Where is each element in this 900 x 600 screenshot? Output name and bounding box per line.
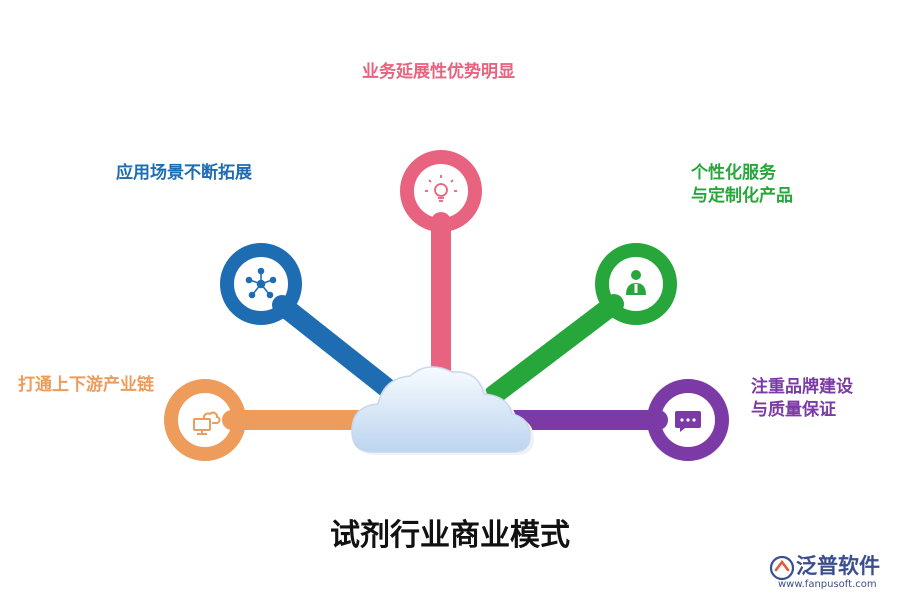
ring-blue: [220, 243, 302, 325]
branch-label-line: 业务延展性优势明显: [362, 62, 515, 82]
label-purple: 注重品牌建设与质量保证: [751, 376, 853, 422]
branch-label-line: 打通上下游产业链: [18, 375, 154, 395]
diagram-title: 试剂行业商业模式: [330, 518, 570, 553]
label-pink: 业务延展性优势明显: [362, 61, 515, 84]
branch-purple: [498, 379, 729, 461]
ring-orange: [164, 379, 246, 461]
connector-blue: [272, 295, 402, 402]
connector-green: [484, 294, 624, 405]
network-icon: [245, 267, 277, 299]
lightbulb-icon: [425, 175, 457, 202]
ring-purple: [647, 379, 729, 461]
branch-label-line: 与质量保证: [751, 400, 836, 420]
label-blue: 应用场景不断拓展: [116, 162, 252, 185]
branch-label-line: 注重品牌建设: [751, 377, 853, 397]
logo-url: www.fanpusoft.com: [778, 579, 877, 590]
branch-label-line: 与定制化产品: [691, 186, 793, 206]
branch-orange: [164, 379, 390, 461]
branch-label-line: 个性化服务: [691, 163, 776, 183]
branch-blue: [220, 243, 402, 402]
logo-name: 泛普软件: [796, 554, 880, 578]
label-green: 个性化服务与定制化产品: [691, 162, 793, 208]
branch-pink: [400, 150, 482, 395]
company-logo: 泛普软件 www.fanpusoft.com: [768, 550, 896, 596]
person-icon: [626, 270, 646, 295]
chat-icon: [675, 411, 701, 432]
branch-green: [484, 243, 677, 405]
ring-green: [595, 243, 677, 325]
cloud-icon: [351, 366, 534, 455]
branch-label-line: 应用场景不断拓展: [116, 163, 252, 183]
label-orange: 打通上下游产业链: [18, 374, 154, 397]
ring-pink: [400, 150, 482, 232]
fanpu-logo-mark: [769, 555, 795, 581]
computer-cloud-icon: [193, 411, 221, 435]
